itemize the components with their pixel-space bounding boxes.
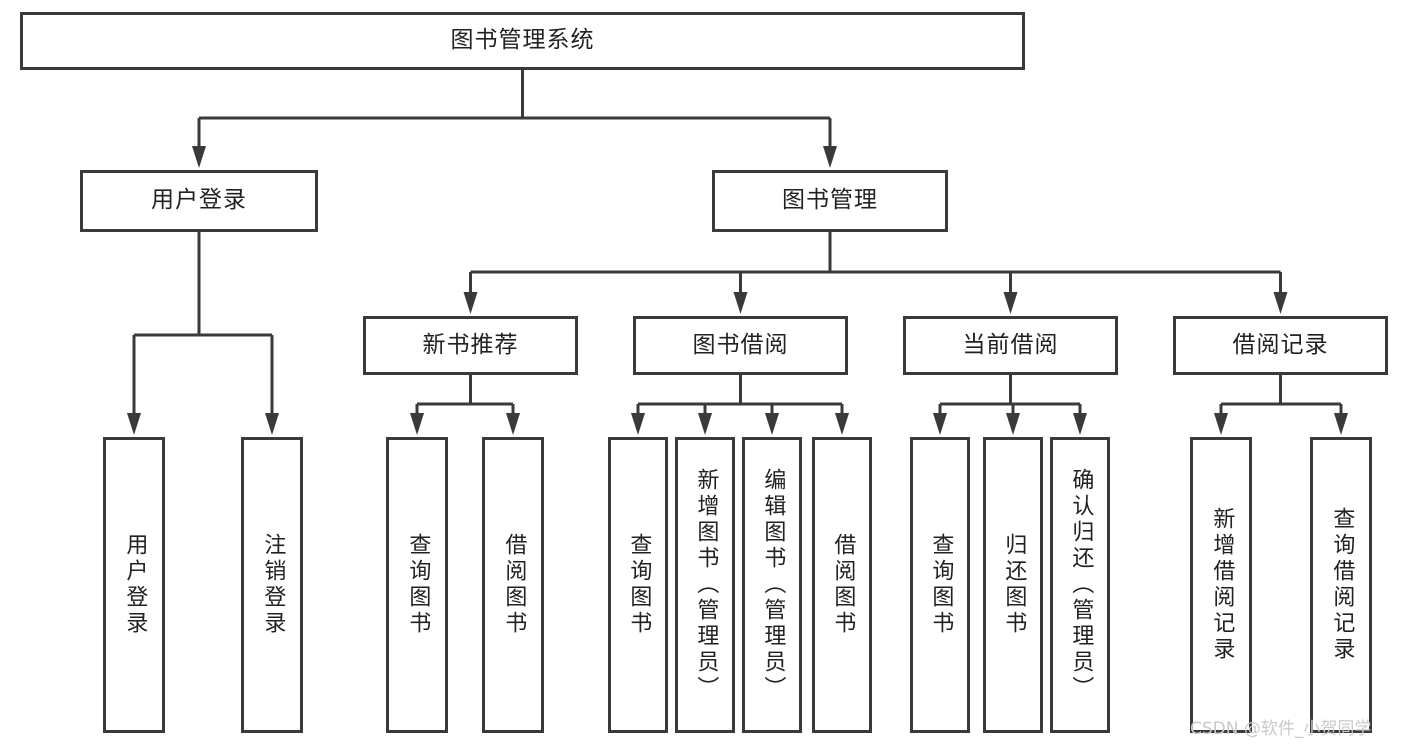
node-box-root: 图书管理系统	[20, 12, 1025, 70]
node-box-leaf-12: 新增借阅记录	[1190, 437, 1252, 733]
arrowhead-records	[1273, 292, 1288, 314]
node-label-leaf-1: 用户登录	[122, 533, 148, 637]
node-box-borrow: 图书借阅	[633, 316, 848, 375]
node-label-login: 用户登录	[151, 187, 247, 214]
node-label-leaf-13: 查询借阅记录	[1329, 507, 1355, 663]
node-box-leaf-11: 确认归还（管理员）	[1050, 437, 1110, 733]
node-box-leaf-5: 查询图书	[608, 437, 668, 733]
arrowhead-leaf-1	[127, 413, 141, 435]
node-box-current: 当前借阅	[903, 316, 1118, 375]
node-box-leaf-6: 新增图书（管理员）	[675, 437, 735, 733]
arrowhead-newbook	[463, 292, 478, 314]
node-label-leaf-7: 编辑图书（管理员）	[760, 468, 786, 702]
node-label-newbook: 新书推荐	[422, 331, 519, 358]
arrowhead-leaf-6	[698, 413, 712, 435]
node-label-bookmgmt: 图书管理	[782, 187, 878, 214]
arrowhead-leaf-10	[1006, 413, 1020, 435]
node-label-leaf-4: 借阅图书	[501, 533, 527, 637]
node-box-leaf-8: 借阅图书	[812, 437, 872, 733]
node-box-leaf-13: 查询借阅记录	[1310, 437, 1372, 733]
node-box-leaf-10: 归还图书	[983, 437, 1043, 733]
node-box-records: 借阅记录	[1173, 316, 1388, 375]
node-label-leaf-6: 新增图书（管理员）	[693, 468, 719, 702]
node-label-leaf-9: 查询图书	[928, 533, 954, 637]
arrowhead-leaf-12	[1214, 413, 1228, 435]
arrowhead-leaf-11	[1073, 413, 1087, 435]
node-box-leaf-1: 用户登录	[103, 437, 165, 733]
arrowhead-leaf-4	[506, 413, 520, 435]
node-box-leaf-3: 查询图书	[386, 437, 448, 733]
node-box-leaf-2: 注销登录	[241, 437, 303, 733]
arrowhead-current	[1003, 292, 1018, 314]
node-label-borrow: 图书借阅	[692, 331, 789, 358]
arrowhead-login	[192, 146, 206, 168]
arrowhead-bookmgmt	[823, 146, 837, 168]
node-label-leaf-8: 借阅图书	[830, 533, 856, 637]
arrowhead-leaf-13	[1334, 413, 1348, 435]
node-label-leaf-12: 新增借阅记录	[1209, 507, 1235, 663]
watermark: CSDN @软件_小贺同学	[1190, 719, 1372, 739]
arrowhead-leaf-5	[631, 413, 645, 435]
arrowhead-borrow	[733, 292, 748, 314]
node-box-leaf-7: 编辑图书（管理员）	[742, 437, 802, 733]
arrowhead-leaf-3	[410, 413, 424, 435]
node-box-login: 用户登录	[80, 170, 318, 232]
arrowhead-leaf-7	[765, 413, 779, 435]
node-label-current: 当前借阅	[962, 331, 1059, 358]
node-box-newbook: 新书推荐	[363, 316, 578, 375]
node-label-leaf-2: 注销登录	[260, 533, 286, 637]
arrowhead-leaf-2	[265, 413, 279, 435]
node-box-leaf-4: 借阅图书	[482, 437, 544, 733]
node-label-leaf-5: 查询图书	[626, 533, 652, 637]
node-box-leaf-9: 查询图书	[910, 437, 970, 733]
node-label-leaf-11: 确认归还（管理员）	[1068, 468, 1094, 702]
arrowhead-leaf-9	[933, 413, 947, 435]
node-label-root: 图书管理系统	[450, 27, 595, 54]
node-label-leaf-3: 查询图书	[405, 533, 431, 637]
node-label-records: 借阅记录	[1232, 331, 1329, 358]
arrowhead-leaf-8	[835, 413, 849, 435]
node-box-bookmgmt: 图书管理	[712, 170, 948, 232]
node-label-leaf-10: 归还图书	[1001, 533, 1027, 637]
